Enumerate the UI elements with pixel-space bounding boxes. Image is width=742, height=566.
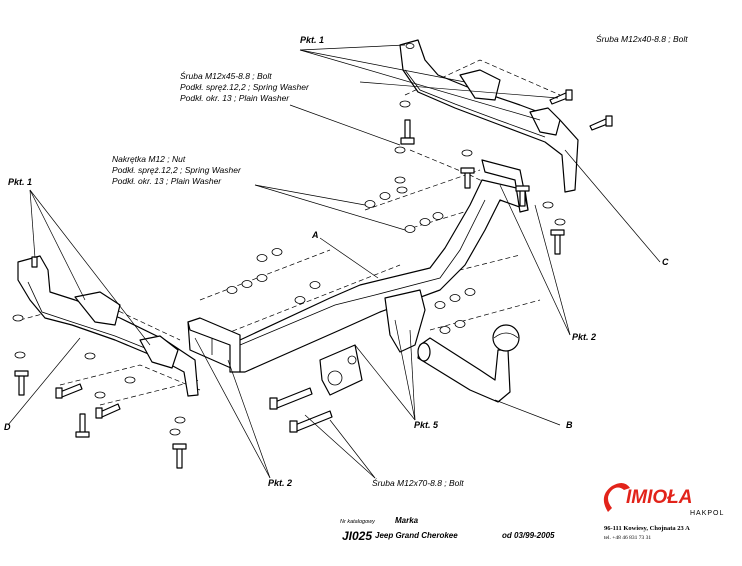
catalog-number-caption: Nr katalogowy (340, 519, 376, 525)
company-address: 96-111 Kowiesy, Chojnata 23 A (604, 525, 690, 532)
ball-hitch-arm (417, 324, 520, 403)
main-cross-beam (187, 159, 529, 373)
logo-swoosh-icon (603, 482, 630, 512)
part-a-label: A (311, 230, 319, 240)
part-d-label: D (4, 422, 11, 432)
vehicle-years: od 03/99-2005 (502, 531, 555, 540)
brand-caption: Marka (395, 516, 419, 525)
bolt-m12x45-line-2: Podkł. spręż.12,2 ; Spring Washer (180, 82, 310, 92)
part-c-label: C (662, 257, 669, 267)
part-b-label: B (566, 420, 573, 430)
callout-labels: Pkt. 1 Pkt. 1 Pkt. 2 Pkt. 2 Pkt. 5 A B C… (4, 33, 688, 488)
bolt-m12x45-line-3: Podkł. okr. 13 ; Plain Washer (180, 93, 290, 103)
nut-m12-line-3: Podkł. okr. 13 ; Plain Washer (112, 176, 222, 186)
logo-subtitle: HAKPOL (690, 510, 724, 517)
pkt1-left-label: Pkt. 1 (8, 177, 32, 187)
bolts (14, 89, 613, 469)
left-side-bracket (17, 255, 199, 397)
company-logo: IMIOŁA HAKPOL 96-111 Kowiesy, Chojnata 2… (603, 482, 724, 541)
pkt1-top-label: Pkt. 1 (300, 35, 324, 45)
logo-wordmark: IMIOŁA (626, 487, 693, 508)
socket-and-mount (319, 289, 426, 396)
vehicle-name: Jeep Grand Cherokee (375, 531, 458, 540)
pkt2-right-label: Pkt. 2 (572, 332, 596, 342)
nut-m12-line-2: Podkł. spręż.12,2 ; Spring Washer (112, 165, 242, 175)
washers-and-nuts (12, 100, 566, 436)
pkt2-bottom-label: Pkt. 2 (268, 478, 292, 488)
company-phone: tel. +48 46 831 73 31 (604, 535, 651, 541)
title-block: Nr katalogowy Marka JI025 Jeep Grand Che… (340, 516, 555, 543)
bolt-m12x70-callout: Śruba M12x70-8.8 ; Bolt (372, 477, 464, 488)
leader-lines (7, 44, 661, 479)
catalog-number: JI025 (342, 529, 372, 543)
pkt5-label: Pkt. 5 (414, 420, 439, 430)
bolt-m12x40-callout: Śruba M12x40-8.8 ; Bolt (596, 33, 688, 44)
nut-m12-line-1: Nakrętka M12 ; Nut (112, 154, 186, 164)
bolt-m12x45-line-1: Śruba M12x45-8.8 ; Bolt (180, 70, 272, 81)
